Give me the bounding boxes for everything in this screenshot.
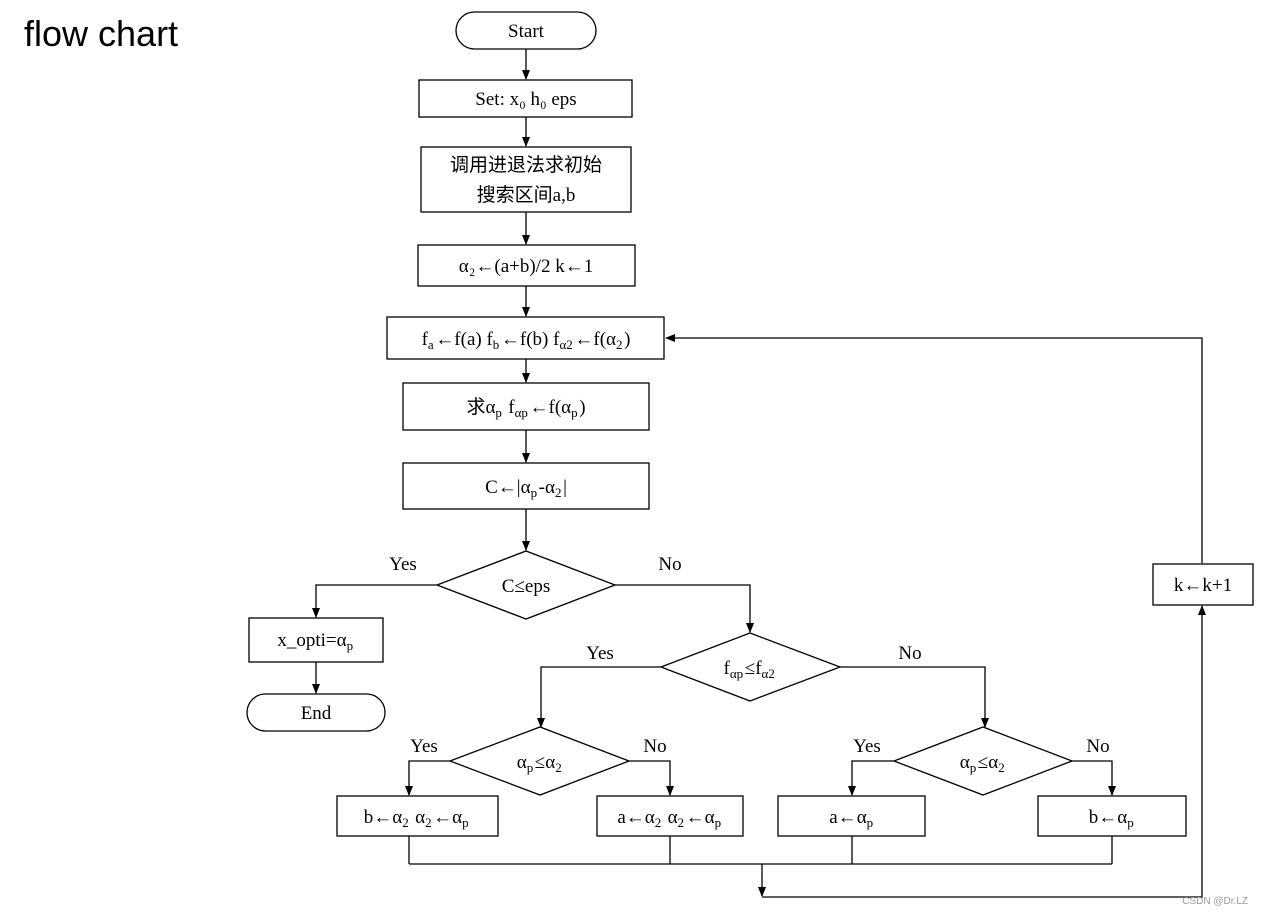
opti-label: x_opti=αp bbox=[277, 630, 354, 653]
eval-label: fa ←f(a) fb ←f(b) fα2 ←f(α2 ) bbox=[422, 329, 631, 352]
node-cond-eps bbox=[435, 550, 617, 620]
node-init bbox=[417, 244, 636, 287]
arrow-ar-no bbox=[1072, 760, 1116, 796]
label-no-f: No bbox=[898, 643, 921, 664]
page-title: flow chart bbox=[24, 13, 179, 54]
node-box-b bbox=[1037, 795, 1187, 837]
start-label: Start bbox=[508, 21, 545, 42]
cond-alpha-right-label: αp ≤α2 bbox=[960, 752, 1007, 775]
arrow-eps-no bbox=[615, 584, 754, 633]
node-box-a-alpha bbox=[596, 795, 744, 837]
watermark: CSDN @Dr.LZ bbox=[1182, 896, 1248, 907]
label-yes-alpha-left: Yes bbox=[410, 736, 438, 757]
shapes bbox=[246, 11, 1254, 837]
arrow-al-no bbox=[629, 760, 674, 796]
arrow-al-yes bbox=[405, 760, 450, 796]
label-no-eps: No bbox=[658, 554, 681, 575]
node-eval bbox=[386, 316, 665, 360]
end-label: End bbox=[301, 703, 332, 724]
label-yes-f: Yes bbox=[586, 643, 614, 664]
arrow-loop-inc bbox=[762, 605, 1206, 898]
arrow-eps-yes bbox=[312, 584, 437, 618]
label-no-alpha-right: No bbox=[1086, 736, 1109, 757]
node-inc bbox=[1152, 563, 1254, 606]
box-b-alpha-label: b←α2 α2 ←αp bbox=[364, 807, 470, 830]
box-a-alpha-label: a←α2 α2 ←αp bbox=[617, 807, 722, 830]
arrow-f-yes bbox=[537, 666, 661, 728]
arrow-f-no bbox=[840, 666, 989, 728]
node-box-b-alpha bbox=[336, 795, 499, 837]
node-cond-f bbox=[659, 632, 842, 702]
connectors bbox=[312, 49, 1206, 898]
node-cond-alpha-right bbox=[892, 726, 1074, 796]
set-label: Set: x₀ h₀ eps bbox=[475, 89, 576, 110]
node-diff bbox=[402, 462, 650, 510]
cond-f-label: fαp ≤fα2 bbox=[724, 658, 777, 681]
node-cond-alpha-left bbox=[448, 726, 631, 796]
node-set bbox=[418, 79, 633, 118]
inc-label: k←k+1 bbox=[1174, 575, 1232, 596]
node-search bbox=[420, 146, 632, 213]
init-label: α₂←(a+b)/2 k←1 bbox=[459, 256, 593, 277]
node-opti bbox=[248, 617, 384, 663]
label-yes-alpha-right: Yes bbox=[853, 736, 881, 757]
solve-label: 求αp fαp ←f(αp ) bbox=[466, 396, 585, 420]
label-no-alpha-left: No bbox=[643, 736, 666, 757]
node-box-a bbox=[777, 795, 926, 837]
node-solve bbox=[402, 382, 650, 431]
cond-alpha-left-label: αp ≤α2 bbox=[517, 752, 564, 775]
node-end bbox=[246, 693, 386, 732]
search-label-line2: 搜索区间a,b bbox=[477, 184, 576, 206]
label-yes-eps: Yes bbox=[389, 554, 417, 575]
box-b-label: b←αp bbox=[1089, 807, 1136, 830]
node-start bbox=[455, 11, 597, 50]
cond-eps-label: C≤eps bbox=[502, 576, 550, 597]
diff-label: C←|αp -α2 | bbox=[485, 477, 567, 500]
box-a-label: a←αp bbox=[829, 807, 875, 830]
arrow-ar-yes bbox=[848, 760, 894, 796]
arrow-loop-eval bbox=[665, 334, 1203, 563]
search-label-line1: 调用进退法求初始 bbox=[450, 154, 602, 176]
